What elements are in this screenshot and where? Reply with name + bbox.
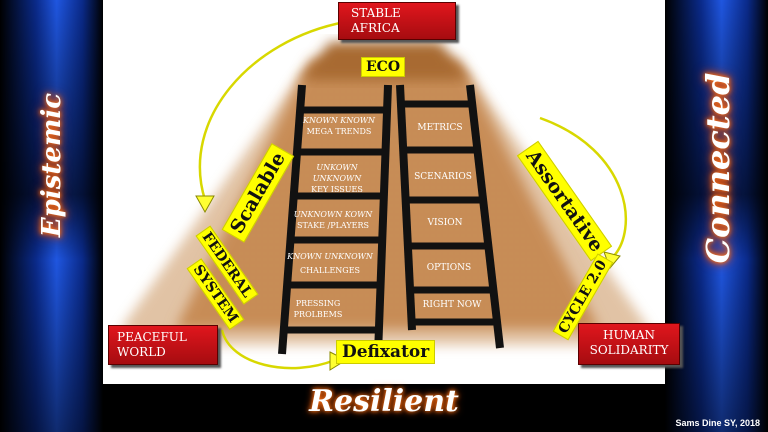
left-rung-1-text: MEGA TRENDS — [306, 127, 372, 136]
left-rung-3: UNKNOWN KOWN STAKE /PLAYERS — [288, 209, 378, 231]
human-solidarity-line1: HUMAN — [602, 328, 656, 342]
human-solidarity-line2: SOLIDARITY — [589, 343, 669, 357]
right-ladder — [396, 84, 504, 349]
resilient-word: Resilient — [309, 384, 459, 419]
epistemic-word: Epistemic — [37, 92, 67, 238]
left-rung-2-italic: UNKOWN UNKNOWN — [312, 163, 362, 183]
eco-label: ECO — [361, 57, 406, 77]
left-rung-4: KNOWN UNKNOWN CHALLENGES — [285, 251, 375, 276]
stable-africa-line1: STABLE — [351, 6, 401, 20]
left-rung-4-text: CHALLENGES — [299, 266, 361, 275]
arrowhead-left — [195, 195, 215, 214]
left-rung-5: PRESSING PROLBEMS — [283, 298, 353, 320]
right-rung-vision: VISION — [427, 218, 463, 228]
peaceful-world-line2: WORLD — [117, 345, 166, 359]
left-side-panel — [0, 0, 103, 432]
human-solidarity-box: HUMAN SOLIDARITY — [578, 323, 680, 365]
arrow-right-to-cycle — [539, 116, 628, 259]
left-rung-4-italic: KNOWN UNKNOWN — [287, 252, 373, 261]
left-rung-3-italic: UNKNOWN KOWN — [293, 210, 373, 219]
left-rung-3-text: STAKE /PLAYERS — [297, 221, 369, 230]
credit-text: Sams Dine SY, 2018 — [675, 418, 760, 428]
left-rung-1-italic: KNOWN KNOWN — [302, 116, 376, 125]
right-side-panel — [665, 0, 768, 432]
left-rung-2-text: KEY ISSUES — [311, 185, 363, 194]
right-rung-metrics: METRICS — [417, 123, 463, 133]
arrow-top-to-left — [198, 20, 346, 201]
left-ladder — [278, 84, 392, 355]
stable-africa-box: STABLE AFRICA — [338, 2, 456, 40]
connected-word: Connected — [699, 72, 737, 264]
left-rung-2: UNKOWN UNKNOWN KEY ISSUES — [292, 162, 382, 195]
defixator-label: Defixator — [336, 340, 436, 364]
right-rung-right-now: RIGHT NOW — [422, 300, 482, 310]
left-rung-5-text: PRESSING PROLBEMS — [293, 299, 343, 319]
peaceful-world-line1: PEACEFUL — [117, 330, 187, 344]
right-rung-options: OPTIONS — [426, 263, 472, 273]
stable-africa-line2: AFRICA — [351, 21, 400, 35]
cycle-arrows — [198, 20, 628, 370]
right-rung-scenarios: SCENARIOS — [414, 172, 472, 182]
peaceful-world-box: PEACEFUL WORLD — [108, 325, 218, 365]
left-rung-1: KNOWN KNOWN MEGA TRENDS — [294, 115, 384, 137]
arrow-left-to-bottom — [220, 329, 336, 370]
